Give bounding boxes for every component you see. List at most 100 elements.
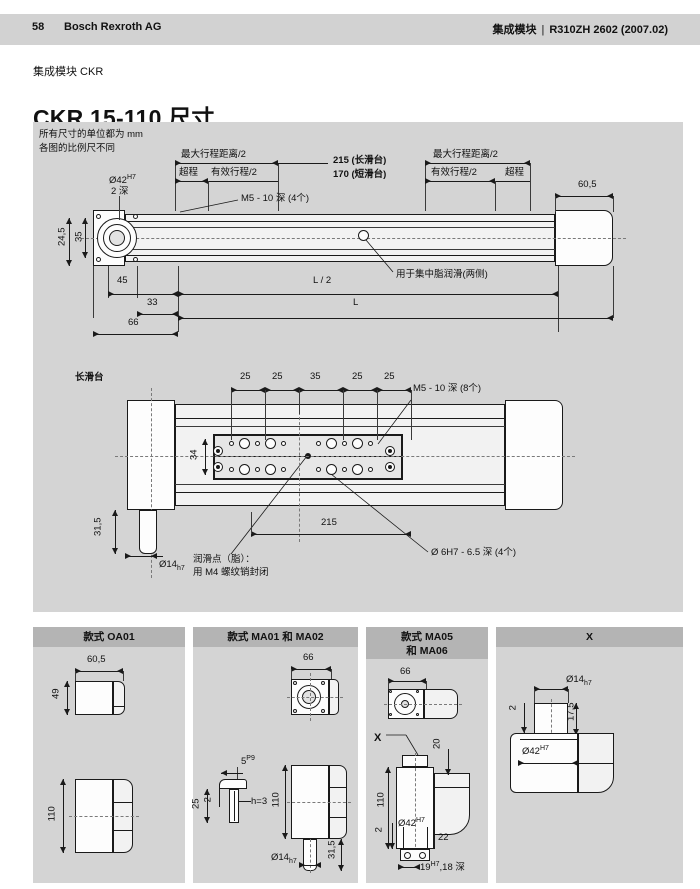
arrow-45-l: [108, 291, 114, 297]
ma0102-arrow-25-t: [204, 789, 210, 795]
oa01-arrow-w-l: [75, 668, 81, 674]
carriage-right-edge: [505, 400, 506, 510]
hole-u3: [255, 441, 260, 446]
ma0102-arrow-sl-b: [338, 865, 344, 871]
ext-line-travel-r3: [530, 163, 531, 211]
pitch-arrow-5l: [377, 387, 383, 393]
ma0102-ext-tw-l: [291, 669, 292, 679]
x-arrow-sd-r: [562, 686, 568, 692]
arrow-66-l: [93, 331, 99, 337]
ma0506-dim-20: 20: [431, 738, 443, 750]
flange-bore: [109, 230, 125, 246]
dim-line-L: [178, 318, 613, 319]
ma0102-key-h-leader: [239, 801, 251, 802]
pitch-line-4: [343, 390, 377, 391]
panel-ma0506-caption: 款式 MA05 和 MA06: [366, 627, 488, 659]
locator-ul-dot: [216, 449, 220, 453]
ext-line-travel-r1: [425, 163, 426, 211]
dim-shaft-dia: Ø14h7: [159, 559, 185, 572]
ext-215-l: [251, 512, 252, 534]
pitch-line-1: [231, 390, 265, 391]
dim-line-31-5: [115, 510, 116, 554]
panel-oa01: 款式 OA01 60,5 49 110: [33, 627, 185, 883]
hole-u10: [368, 441, 373, 446]
pitch-arrow-2r: [293, 387, 299, 393]
arrow-66-r: [172, 331, 178, 337]
ext-line-travel-l2: [208, 181, 209, 211]
oa01-top-body: [75, 681, 113, 715]
ma0506-bore-ext-l: [403, 827, 404, 849]
ext-L2-r: [558, 266, 559, 332]
ma0506-dim-line-20: [448, 749, 449, 775]
arrow-L-r: [607, 315, 613, 321]
x-ext-sd-l: [534, 689, 535, 703]
panel-ma05-ma06: 款式 MA05 和 MA06 66 X 110: [366, 627, 488, 883]
ma0102-arrow-sd-l: [299, 862, 305, 868]
flange-bolt-tl: [96, 214, 101, 219]
hole-l6: [316, 467, 321, 472]
ma0506-dim-top-width: 66: [400, 666, 411, 677]
ma0506-bore-ext-r: [427, 827, 428, 849]
ma0506-dim-line-2: [392, 823, 393, 849]
ma0506-arrow-20: [445, 769, 451, 775]
ma0102-dim-line-2: [219, 789, 220, 807]
ext-45-l: [93, 266, 94, 318]
arrow-Lhalf-r: [552, 291, 558, 297]
ma0102-end-center-v: [310, 673, 311, 721]
note-grease-point: 润滑点（脂）： 用 M4 螺纹销封闭: [193, 554, 269, 578]
ma0102-arrow-25-b: [204, 817, 210, 823]
rail-line-top: [125, 221, 555, 222]
ma0102-dim-key-width: 5P9: [241, 755, 255, 768]
carriage-line-1: [175, 418, 505, 419]
hole-u6: [316, 441, 321, 446]
x-hub-line: [578, 763, 613, 764]
arrow-31-5-top: [112, 510, 118, 516]
pitch-ext-1: [231, 390, 232, 440]
panel-x-detail: X Ø14h7 17,5 2 Ø42H7: [496, 627, 683, 883]
dim-line-shaft-dia: [125, 556, 163, 557]
ma0102-shaft-center: [310, 839, 311, 873]
ma0506-ext-tw-r: [426, 681, 427, 689]
oa01-arrow-h2-b: [60, 847, 66, 853]
x-dim-shaft-dia: Ø14h7: [566, 674, 592, 687]
arrow-travel-l1: [175, 160, 181, 166]
arrow-60-5-r: [607, 193, 613, 199]
ma0102-dim-shaft-dia: Ø14h7: [271, 852, 297, 865]
arrow-33-l: [137, 311, 143, 317]
ext-line-travel-l1: [175, 163, 176, 211]
rail-line-bottom: [125, 255, 555, 256]
pitch-4: 25: [352, 371, 363, 382]
header-doc-id: R310ZH 2602 (2007.02): [549, 24, 668, 36]
dim-line-travel-right: [425, 163, 530, 164]
arrow-45-r: [172, 291, 178, 297]
ma0506-ext-tw-l: [388, 681, 389, 689]
note-m5-4x: M5 - 10 深 (4个): [241, 193, 310, 204]
ext-L-r: [613, 266, 614, 318]
ma0506-pin-r: [419, 852, 426, 859]
units-note: 所有尺寸的单位都为 mm: [39, 129, 143, 140]
ma0506-arrow-tw-l: [388, 678, 394, 684]
ma0102-dim-shaft-len: 31,5: [326, 840, 338, 860]
ma0506-gearbox: [434, 773, 470, 835]
x-dim-line-175: [576, 703, 577, 735]
ma0102-bolt-tr: [321, 681, 325, 685]
arrow-eff-l2: [202, 178, 208, 184]
locator-ll-dot: [216, 465, 220, 469]
pitch-line-3: [299, 390, 343, 391]
dim-line-24-5: [69, 218, 70, 266]
hole-u9: [352, 438, 363, 449]
dim-33: 33: [147, 297, 158, 308]
oa01-arrow-h1-b: [64, 709, 70, 715]
section-kicker: 集成模块 CKR: [33, 66, 104, 78]
ma0506-pin-arrow-r: [414, 864, 420, 870]
oa01-dim-line-h1: [67, 681, 68, 715]
pitch-ext-4: [343, 390, 344, 440]
oa01-arrow-h2-t: [60, 779, 66, 785]
grease-port: [358, 230, 369, 241]
hole-u7: [326, 438, 337, 449]
arrow-travel-r1: [425, 160, 431, 166]
grease-point-leader: [230, 455, 308, 555]
thread-8x-leader: [377, 399, 412, 445]
ma0102-dim-line-kw: [221, 773, 243, 774]
arrow-34-bot: [202, 469, 208, 475]
